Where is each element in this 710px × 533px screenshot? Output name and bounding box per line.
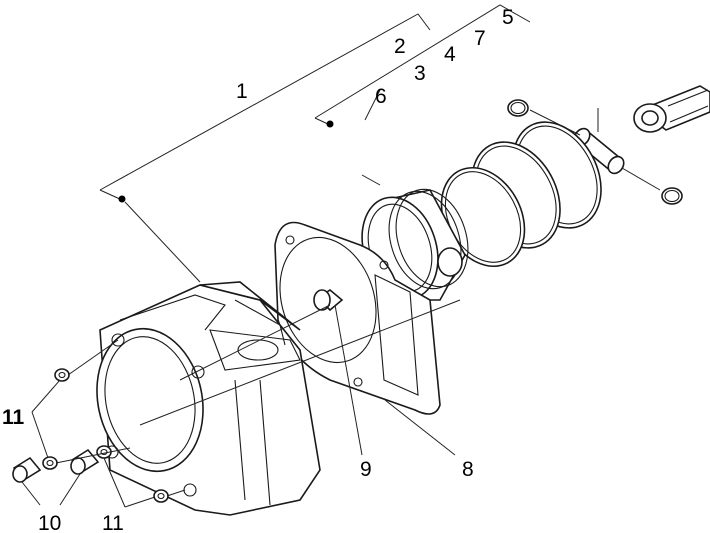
callout-7: 7 [474,27,486,50]
washer-11-top [54,368,70,382]
callout-9: 9 [360,458,372,481]
washer-11-bottom [153,489,169,503]
nut-10-right [70,448,100,475]
callout-8: 8 [462,458,474,481]
callout-6: 6 [375,85,387,108]
callout-2: 2 [394,35,406,58]
assembly-bracket-1 [99,13,431,283]
nut-10-left [12,456,42,483]
callout-5: 5 [502,6,514,29]
dowel-pin [313,289,363,456]
callout-3: 3 [414,62,426,85]
callout-4: 4 [444,43,456,66]
callout-11-bottom: 11 [102,512,124,533]
callout-11-left: 11 [2,406,25,429]
piston-pin [529,108,661,191]
assembly-bracket-2 [314,4,531,128]
washer-11-left [42,456,58,470]
callout-10: 10 [38,512,61,533]
cylinder-block [96,281,321,516]
connecting-rod [633,85,710,133]
callout-1: 1 [236,80,248,103]
